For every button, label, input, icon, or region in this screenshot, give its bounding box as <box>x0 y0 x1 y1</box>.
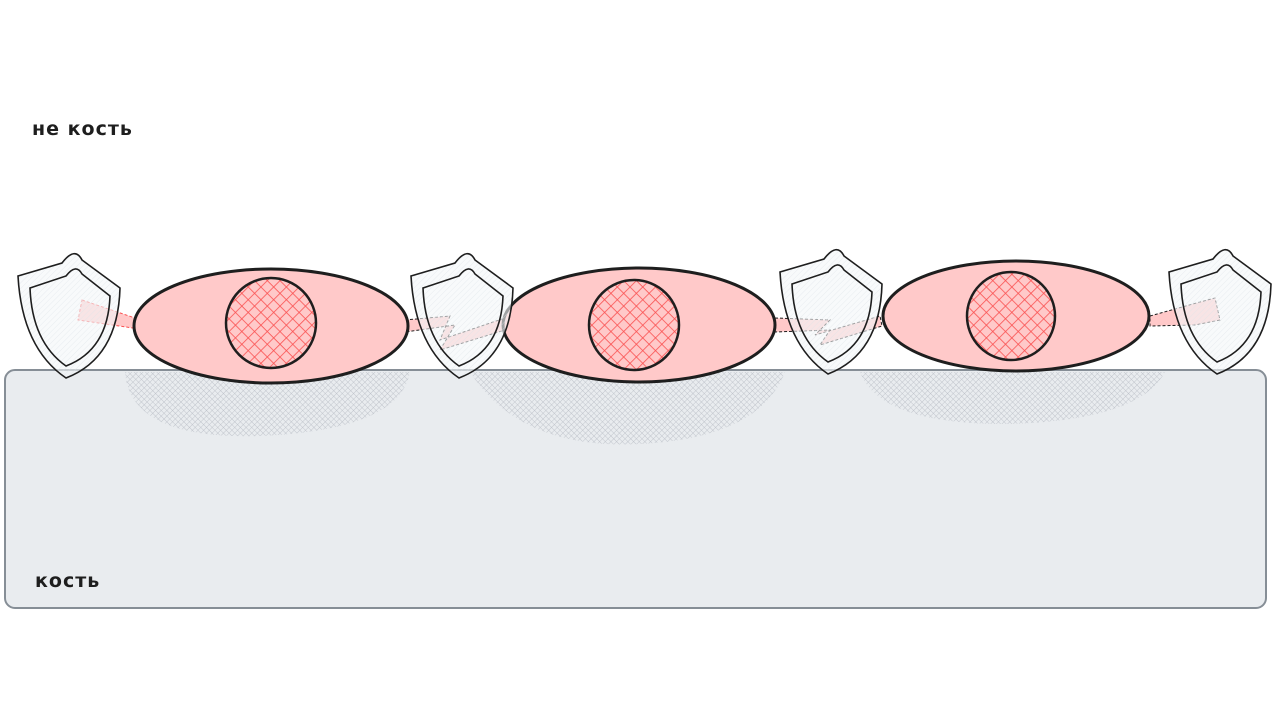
shield-icon <box>779 248 883 375</box>
nucleus <box>587 278 681 372</box>
cell-shadow <box>860 372 1165 425</box>
label-bone: кость <box>35 570 101 592</box>
cell-shadow <box>125 372 410 437</box>
nucleus <box>965 270 1057 362</box>
cell-2 <box>501 266 777 384</box>
cell-shadow <box>470 372 785 445</box>
nucleus <box>224 276 318 370</box>
shield-icon <box>1168 248 1272 375</box>
shield-icon <box>17 252 121 379</box>
label-not-bone: не кость <box>32 118 133 140</box>
cell-3 <box>881 259 1151 373</box>
cell-1 <box>132 267 410 385</box>
shield-icon <box>410 252 514 379</box>
